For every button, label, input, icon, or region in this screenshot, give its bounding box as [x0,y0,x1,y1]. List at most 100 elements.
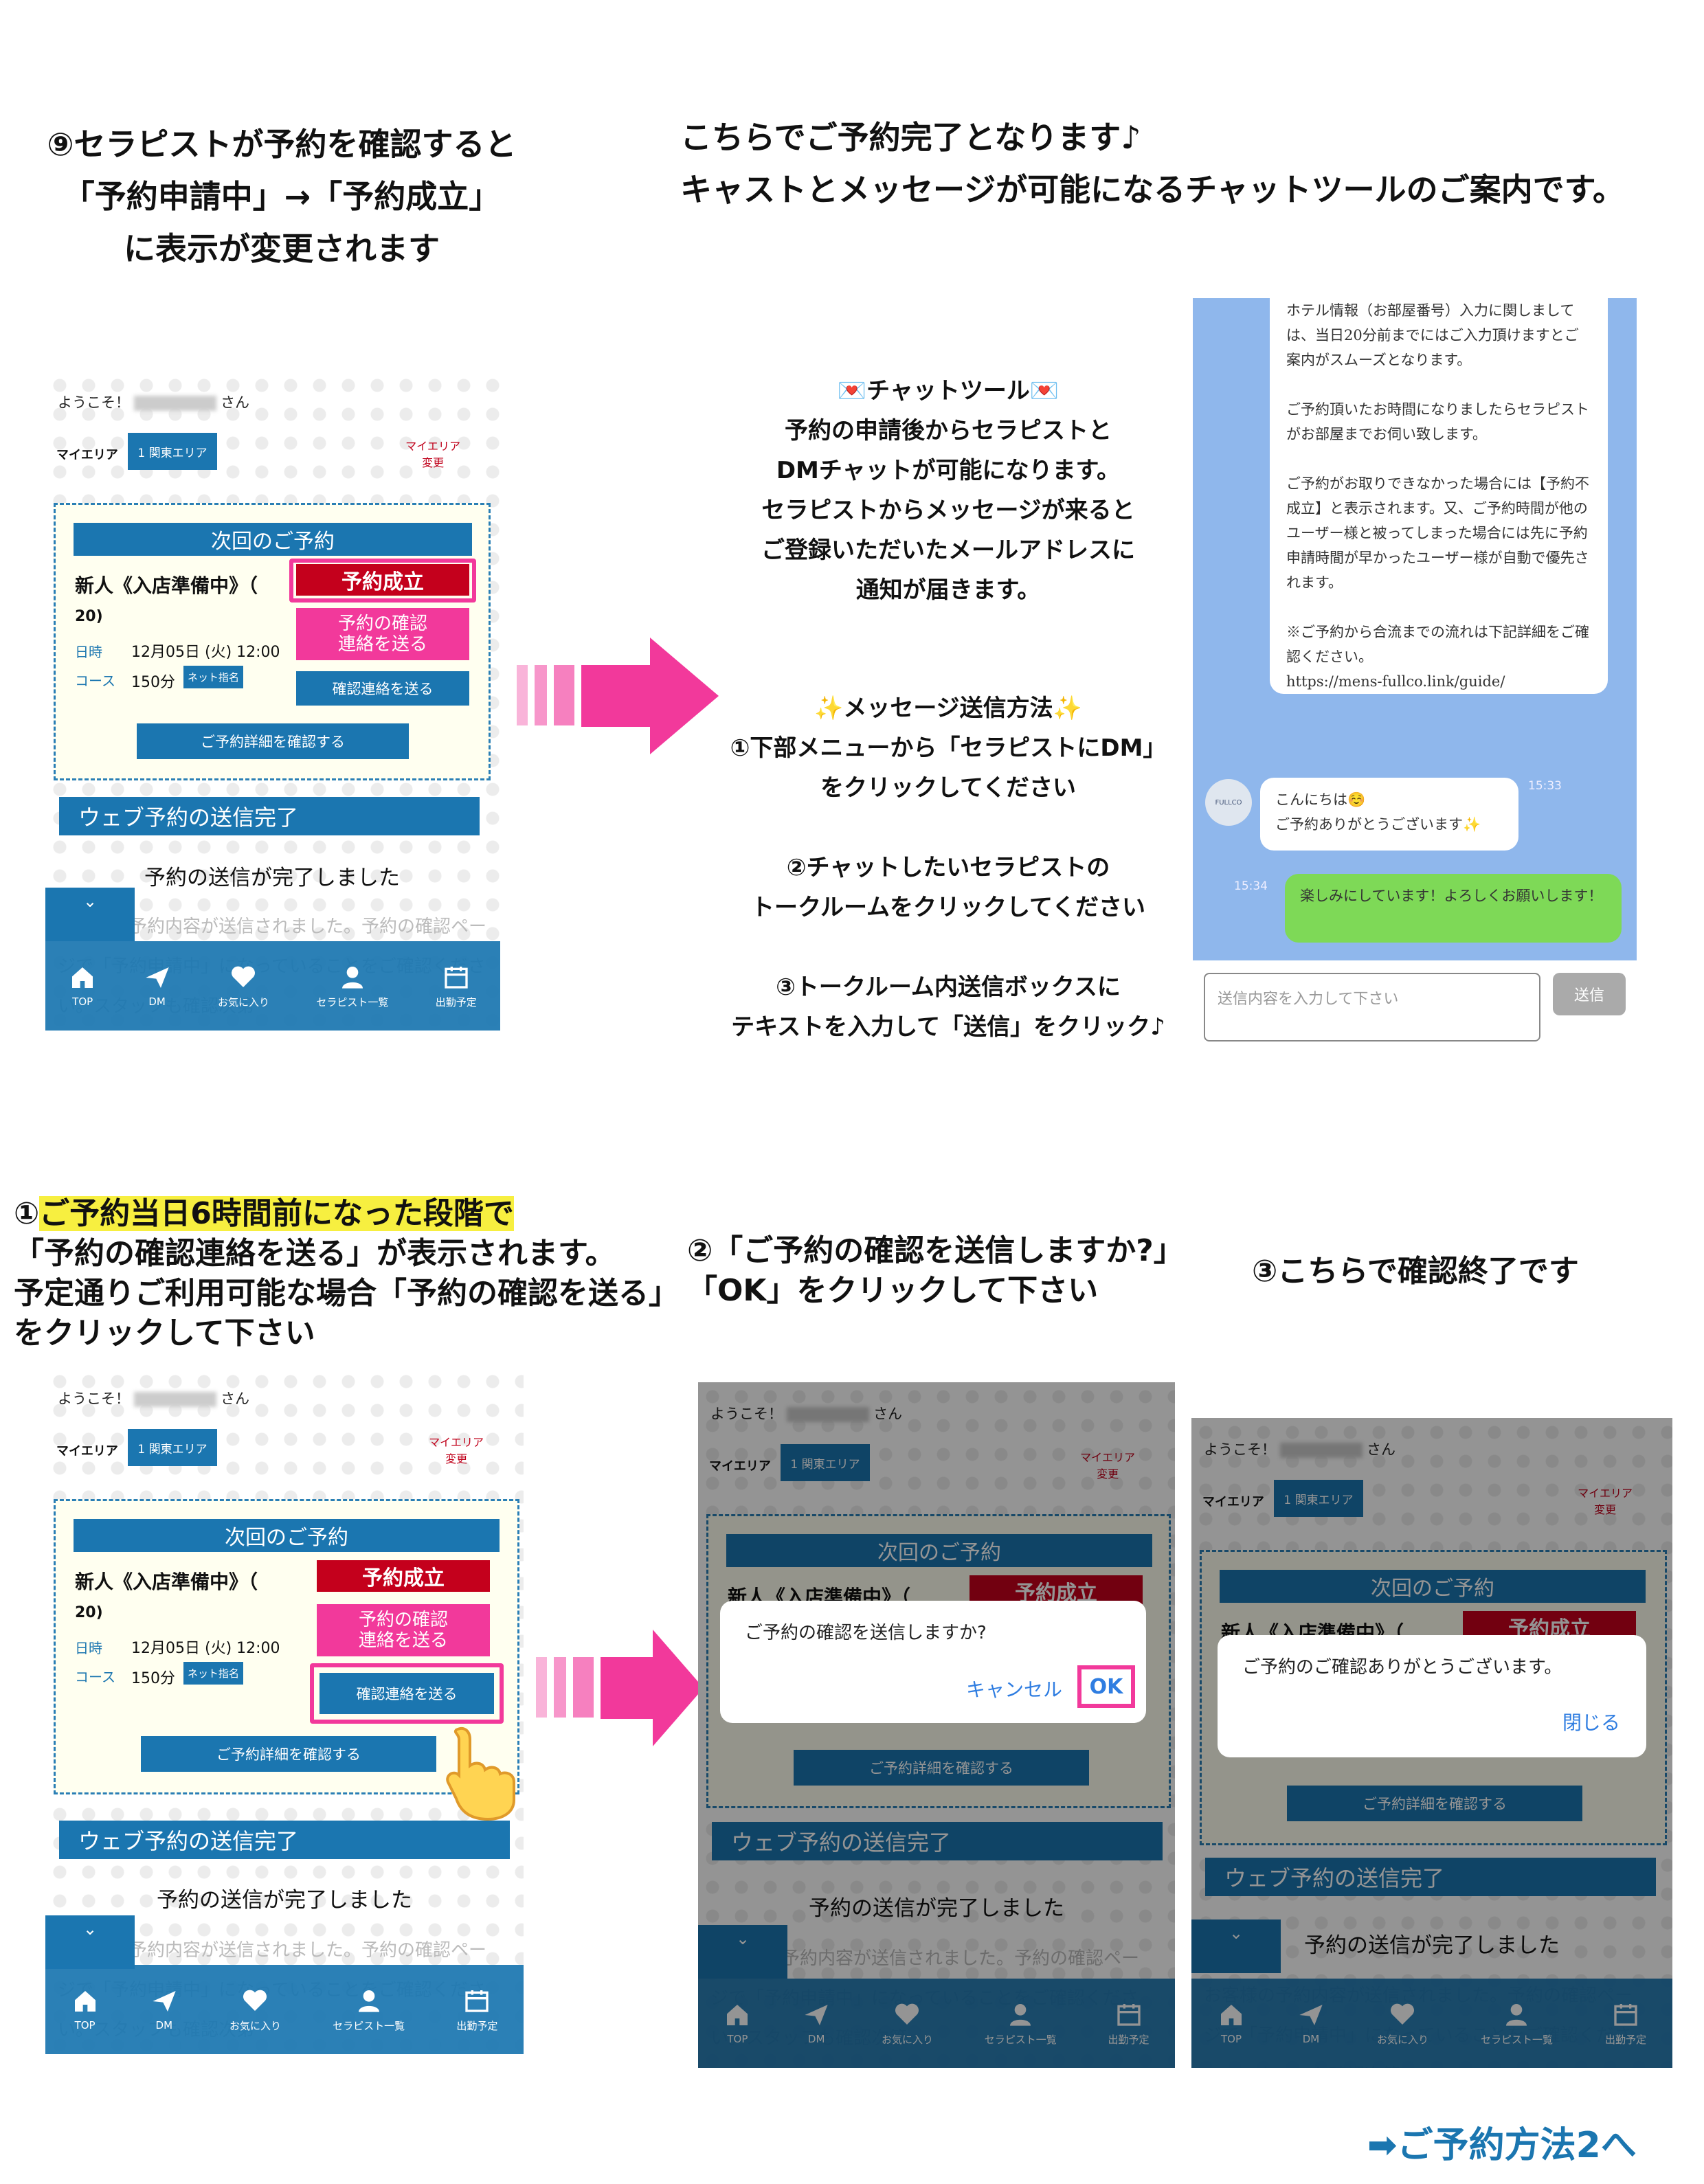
username-blurred [1280,1443,1363,1458]
paper-plane-icon [145,967,169,988]
area-change-link[interactable]: マイエリア 変更 [1578,1487,1633,1516]
nav-favorites[interactable]: お気に入り [218,963,269,1009]
message-method-title: ✨メッセージ送信方法✨ [814,695,1082,722]
avatar[interactable]: FULLCO [1205,779,1252,826]
nav-favorites[interactable]: お気に入り [882,2001,933,2047]
cast-message-time: 15:33 [1528,779,1562,793]
cast-age: 20) [75,608,103,625]
send-confirm-button[interactable]: 確認連絡を送る [296,671,469,706]
reservation-detail-button[interactable]: ご予約詳細を確認する [1287,1786,1582,1821]
calendar-icon [1117,2003,1141,2026]
send-button[interactable]: 送信 [1553,973,1626,1015]
reservation-detail-button[interactable]: ご予約詳細を確認する [794,1750,1089,1786]
home-icon [1220,2005,1242,2025]
chat-input-area: 送信内容を入力して下さい 送信 [1193,960,1637,1054]
cancel-button[interactable]: キャンセル [966,1678,1063,1701]
pointing-hand-icon [446,1726,515,1821]
confirm-dialog: ご予約の確認を送信しますか? キャンセル OK [720,1601,1146,1723]
welcome-text: ようこそ！さん [58,394,249,411]
user-message-time: 15:34 [1234,879,1268,893]
confirm-contact-label: 予約の確認 連絡を送る [296,608,469,660]
area-change-link[interactable]: マイエリア 変更 [429,1436,484,1465]
reservation-detail-button[interactable]: ご予約詳細を確認する [141,1736,436,1772]
next-reservation-box: 次回のご予約 新人《入店準備中》（ 20) 日時 12月05日 (火) 12:0… [54,503,491,780]
thanks-dialog: ご予約のご確認ありがとうございます。 閉じる [1218,1635,1646,1757]
paper-plane-icon [1299,2005,1323,2025]
username-blurred [134,396,216,411]
confirm-dialog-text: ご予約の確認を送信しますか? [745,1623,987,1643]
collapse-button[interactable]: ⌄ [1191,1920,1281,1973]
nav-favorites[interactable]: お気に入り [1377,2001,1428,2047]
nav-schedule[interactable]: 出勤予定 [456,1987,497,2033]
chevron-down-icon: ⌄ [735,1929,750,1948]
nav-top[interactable]: TOP [69,964,96,1008]
nav-top[interactable]: TOP [1218,2001,1245,2045]
chat-screenshot: ホテル情報（お部屋番号）入力に関しましては、当日20分前までにはご入力頂けますと… [1193,298,1637,1054]
web-reservation-complete-title: ウェブ予約の送信完了 [59,797,480,835]
bottom-nav: TOP DM お気に入り セラピスト一覧 出勤予定 [45,941,500,1031]
net-nomination-badge: ネット指名 [183,1662,244,1685]
heart-icon [243,1990,267,2011]
nav-therapists[interactable]: セラピスト一覧 [1481,2001,1553,2047]
step2-heading: ②「ご予約の確認を送信しますか?」 「OK」をクリックして下さい [687,1233,1184,1308]
home-icon [727,2005,748,2025]
cast-name: 新人《入店準備中》（ [75,574,258,597]
nav-favorites[interactable]: お気に入り [229,1987,281,2033]
area-change-link[interactable]: マイエリア 変更 [1080,1451,1135,1481]
nav-therapists[interactable]: セラピスト一覧 [985,2001,1057,2047]
phone-screenshot-confirm-dialog: ようこそ！さん マイエリア 1 関東エリア マイエリア 変更 次回のご予約 新人… [698,1382,1175,2068]
nav-dm[interactable]: DM [1297,2001,1325,2045]
confirm-contact-label: 予約の確認 連絡を送る [317,1604,490,1656]
nav-therapists[interactable]: セラピスト一覧 [333,1987,405,2033]
cast-name: 新人《入店準備中》（ [75,1571,258,1593]
reservation-detail-button[interactable]: ご予約詳細を確認する [137,723,409,759]
area-button[interactable]: 1 関東エリア [781,1444,870,1481]
collapse-button[interactable]: ⌄ [45,888,135,941]
nav-top[interactable]: TOP [724,2001,751,2045]
area-change-link[interactable]: マイエリア 変更 [405,440,460,469]
chevron-down-icon: ⌄ [1229,1924,1244,1943]
ok-button[interactable]: OK [1077,1665,1135,1708]
next-reservation-title: 次回のご予約 [726,1534,1152,1567]
area-button[interactable]: 1 関東エリア [1274,1480,1363,1517]
status-badge: 予約成立 [317,1560,490,1592]
nav-dm[interactable]: DM [803,2001,830,2045]
net-nomination-badge: ネット指名 [183,666,244,688]
nav-schedule[interactable]: 出勤予定 [1605,2001,1646,2047]
calendar-icon [465,1990,489,2012]
nav-top[interactable]: TOP [71,1988,99,2031]
person-icon [341,966,363,989]
home-icon [72,967,93,988]
nav-schedule[interactable]: 出勤予定 [1108,2001,1150,2047]
nav-therapists[interactable]: セラピスト一覧 [316,963,388,1009]
chevron-down-icon: ⌄ [82,1920,98,1939]
my-area-label: マイエリア [56,448,118,462]
completion-heading: こちらでご予約完了となります♪ [680,119,1141,156]
close-button[interactable]: 閉じる [1562,1711,1621,1734]
send-confirm-button[interactable]: 確認連絡を送る [320,1673,494,1714]
step3-heading: ③こちらで確認終了です [1252,1254,1579,1289]
next-reservation-title: 次回のご予約 [74,1519,500,1552]
course-value: 150分 [131,1670,175,1687]
cast-age: 20) [75,1604,103,1621]
calendar-icon [1614,2003,1637,2026]
username-blurred [134,1392,216,1407]
heart-icon [232,966,256,987]
nav-dm[interactable]: DM [150,1988,178,2031]
nav-dm[interactable]: DM [144,964,171,1008]
phone-screenshot-reservation-confirmed: ようこそ！さん マイエリア 1 関東エリア マイエリア 変更 次回のご予約 新人… [45,371,500,1031]
chat-tool-info: 💌チャットツール💌 予約の申請後からセラピストと DMチャットが可能になります。… [715,371,1182,1047]
phone-screenshot-confirm-done: ようこそ！さん マイエリア 1 関東エリア マイエリア 変更 次回のご予約 新人… [1191,1418,1672,2068]
course-label: コース [75,1669,115,1685]
next-guide-link[interactable]: ➡ご予約方法2へ [1367,2125,1637,2166]
area-button[interactable]: 1 関東エリア [128,1429,217,1466]
modal-overlay [698,1382,1175,2068]
area-button[interactable]: 1 関東エリア [128,433,217,470]
nav-schedule[interactable]: 出勤予定 [436,963,477,1009]
heart-icon [1391,2003,1415,2025]
web-reservation-complete-title: ウェブ予約の送信完了 [712,1822,1163,1860]
collapse-button[interactable]: ⌄ [698,1925,787,1979]
bottom-nav: TOP DM お気に入り セラピスト一覧 出勤予定 [698,1979,1175,2068]
message-input[interactable]: 送信内容を入力して下さい [1204,973,1540,1042]
collapse-button[interactable]: ⌄ [45,1915,135,1969]
